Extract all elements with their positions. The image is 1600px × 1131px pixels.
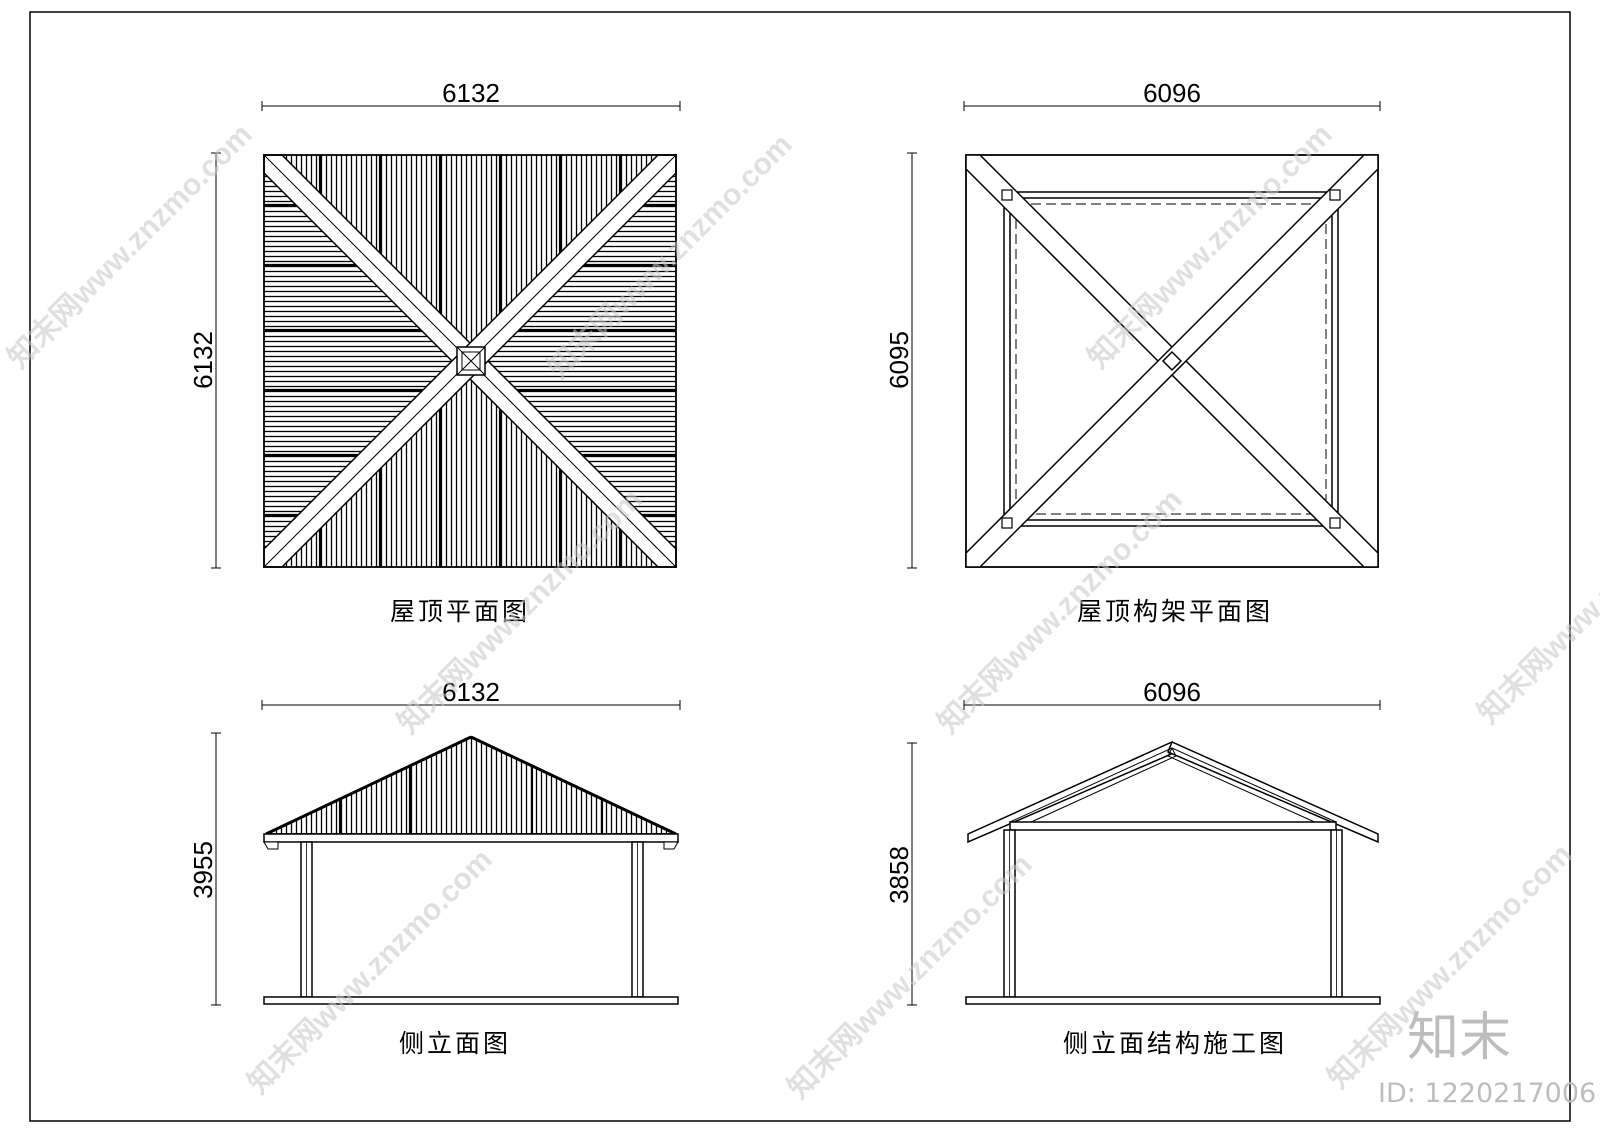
side-elevation-height-dim: 3955 xyxy=(188,841,218,899)
side-structure-height-dim: 3858 xyxy=(884,846,914,904)
roof-frame-plan-height-dim: 6095 xyxy=(884,331,914,389)
sheet-border xyxy=(29,11,1571,1122)
side-structure-caption: 侧立面结构施工图 xyxy=(1063,1029,1287,1058)
brand-logo-icon: 知末 xyxy=(1407,1008,1511,1068)
roof-frame-plan-width-dim: 6096 xyxy=(1143,78,1201,108)
watermark-text: 知末网www.znzmo.com xyxy=(1472,473,1600,730)
side-structure-width-dim: 6096 xyxy=(1143,677,1201,707)
watermark-text: 知末网www.znzmo.com xyxy=(242,843,499,1100)
roof-frame-plan-caption: 屋顶构架平面图 xyxy=(1077,597,1273,626)
roof-plan: 6132 6132 xyxy=(188,78,681,626)
side-structure: 6096 3858 侧立面结构施工图 xyxy=(884,677,1381,1058)
roof-plan-width-dim: 6132 xyxy=(442,78,500,108)
image-id-label: ID: 1220217006 xyxy=(1378,1078,1596,1109)
roof-plan-height-dim: 6132 xyxy=(188,331,218,389)
roof-frame-plan: 6096 6095 屋顶构架平面图 xyxy=(884,78,1381,626)
brand-logo-text: 知末 xyxy=(1407,1008,1511,1068)
side-elevation-width-dim: 6132 xyxy=(442,677,500,707)
side-elevation: 6132 3955 侧立面图 xyxy=(188,677,681,1058)
watermark-text: 知末网www.znzmo.com xyxy=(2,118,259,375)
watermark-layer: 知末网www.znzmo.com 知末网www.znzmo.com 知末网www… xyxy=(2,118,1600,1105)
side-elevation-caption: 侧立面图 xyxy=(399,1029,511,1058)
roof-plan-caption: 屋顶平面图 xyxy=(390,597,530,626)
